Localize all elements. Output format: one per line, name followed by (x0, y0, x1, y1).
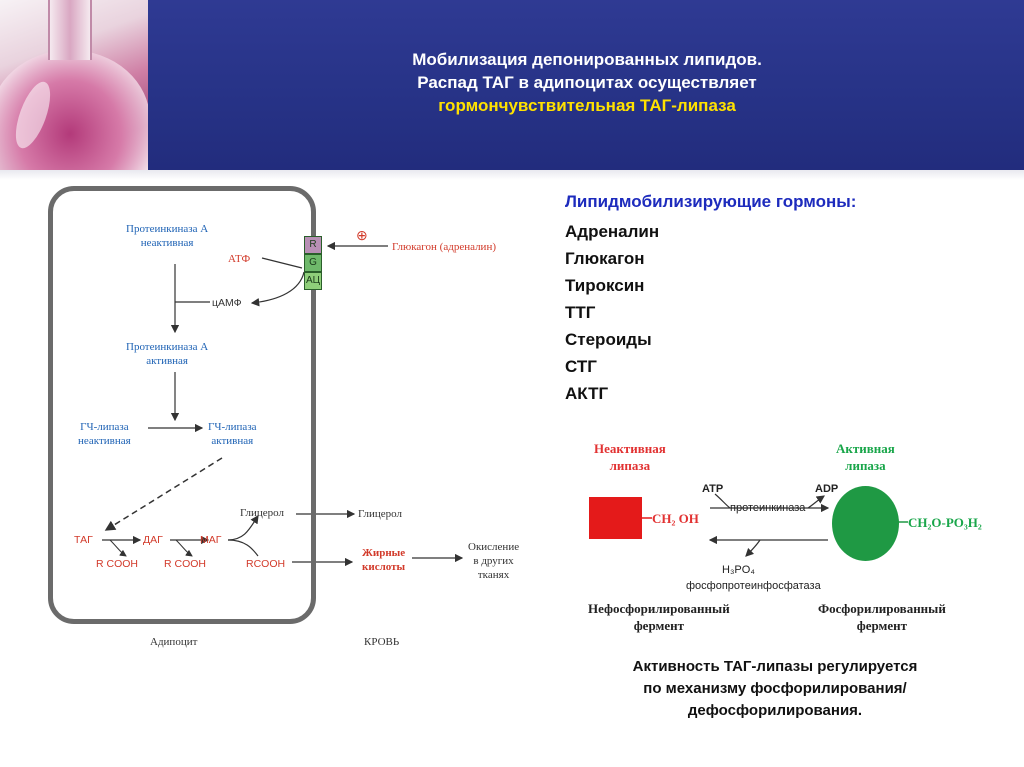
rcooh-3-label: RCOOH (246, 558, 286, 570)
active-lipase-line2: липаза (845, 458, 886, 473)
inactive-lipase-line1: Неактивная (594, 441, 666, 456)
fatty-acids-label: Жирные кислоты (362, 546, 405, 574)
pka-inactive-line1: Протеинкиназа А (126, 223, 209, 235)
active-lipase-shape (832, 486, 899, 561)
hsl-active-line2: активная (211, 435, 254, 447)
curve-h3po4 (745, 539, 761, 557)
inactive-lipase-label: Неактивная липаза (594, 440, 666, 474)
dag-label: ДАГ (143, 534, 163, 546)
hormone-item: Стероиды (565, 330, 652, 349)
phosphorylated-line2: фермент (856, 618, 908, 633)
hormone-item: Глюкагон (565, 249, 645, 268)
protein-kinase-label: протеинкиназа (730, 502, 806, 514)
hsl-inactive-line1: ГЧ-липаза (80, 421, 129, 433)
adp-label-right: ADP (815, 483, 839, 495)
flask-neck (48, 0, 92, 60)
mag-label: МАГ (200, 534, 222, 546)
plus-sign: ⊕ (356, 229, 368, 244)
hormone-item: ТТГ (565, 303, 596, 322)
oxidation-label: Окисление в других тканях (468, 540, 519, 582)
oxidation-line1: Окисление (468, 541, 520, 553)
arrow-receptor-to-camp (250, 271, 305, 307)
caption-line-2: по механизму фосфорилирования/ (643, 680, 907, 697)
phosphorylated-label: Фосфорилированный фермент (818, 600, 946, 634)
pka-active-line2: активная (146, 355, 188, 367)
hsl-active-line1: ГЧ-липаза (208, 421, 257, 433)
phosphorylated-line1: Фосфорилированный (818, 601, 946, 616)
fatty-acids-line2: кислоты (362, 561, 406, 573)
arrow-hsl-to-tag (104, 457, 223, 531)
title-line-1: Мобилизация депонированных липидов. (412, 50, 762, 69)
header-banner: Мобилизация депонированных липидов. Расп… (0, 0, 1024, 170)
caption: Активность ТАГ-липазы регулируется по ме… (540, 656, 1010, 722)
pka-active-line1: Протеинкиназа А (126, 341, 209, 353)
adipocyte-cell (48, 186, 316, 624)
phosphatase-label: фосфопротеинфосфатаза (686, 580, 821, 592)
curve-dag-rcooh (175, 539, 193, 557)
adipocyte-label: Адипоцит (150, 636, 198, 648)
ch2opo3h2-group: CH₂O-PO₃H₂ (908, 515, 982, 530)
pka-active-label: Протеинкиназа А активная (126, 340, 208, 368)
title-line-3: гормончувствительная ТАГ-липаза (438, 96, 736, 115)
receptor-adenylate-cyclase: AЦ (304, 272, 322, 290)
line-atp-to-receptor (261, 257, 303, 269)
atp-label-right: ATP (702, 483, 724, 495)
tag-label: ТАГ (74, 534, 93, 546)
rcooh-2-label: R COOH (164, 558, 206, 570)
oxidation-line3: тканях (477, 569, 510, 581)
caption-line-3: дефосфорилирования. (687, 702, 863, 719)
inactive-lipase-line2: липаза (609, 458, 651, 473)
receptor-r: R (304, 236, 322, 254)
blood-label: КРОВЬ (364, 636, 400, 648)
atp-label: АТФ (228, 253, 251, 265)
active-lipase-line1: Активная (836, 441, 895, 456)
unphosphorylated-line1: Нефосфорилированный (588, 601, 730, 616)
caption-line-1: Активность ТАГ-липазы регулируется (632, 658, 918, 675)
hormones-title: Липидмобилизирующие гормоны: (565, 192, 857, 211)
hsl-inactive-label: ГЧ-липаза неактивная (78, 420, 131, 448)
flask-image (0, 0, 148, 170)
glycerol-out-label: Глицерол (358, 508, 403, 520)
hormone-item: Адреналин (565, 222, 660, 241)
receptor-g-protein: G (304, 254, 322, 272)
slide-title: Мобилизация депонированных липидов. Расп… (150, 48, 1024, 117)
curve-tag-rcooh (109, 539, 127, 557)
pka-inactive-label: Протеинкиназа А неактивная (126, 222, 208, 250)
unphosphorylated-label: Нефосфорилированный фермент (588, 600, 730, 634)
rcooh-1-label: R COOH (96, 558, 138, 570)
receptor-complex: R G AЦ (304, 236, 322, 290)
hsl-active-label: ГЧ-липаза активная (208, 420, 257, 448)
hormone-item: СТГ (565, 357, 597, 376)
hormone-list: Адреналин Глюкагон Тироксин ТТГ Стероиды… (565, 218, 659, 407)
pka-inactive-line2: неактивная (140, 237, 194, 249)
glycerol-in-label: Глицерол (240, 507, 285, 519)
hormone-label: Глюкагон (адреналин) (392, 241, 496, 253)
camp-label: цАМФ (212, 297, 242, 309)
fatty-acids-line1: Жирные (362, 547, 406, 559)
inactive-lipase-shape (589, 497, 642, 539)
hormone-item: АКТГ (565, 384, 609, 403)
oxidation-line2: в других (473, 555, 514, 567)
title-line-2: Распад ТАГ в адипоцитах осуществляет (417, 73, 757, 92)
curve-adp (807, 495, 825, 509)
h3po4-label: H₃PO₄ (722, 564, 755, 576)
ch2oh-group: CH₂ OH (652, 511, 699, 526)
unphosphorylated-line2: фермент (633, 618, 684, 633)
curve-atp (714, 493, 731, 509)
active-lipase-label: Активная липаза (836, 440, 895, 474)
hsl-inactive-line2: неактивная (78, 435, 131, 447)
fork-mag-to-rcooh (227, 539, 259, 557)
header-divider (0, 170, 1024, 180)
hormone-item: Тироксин (565, 276, 645, 295)
